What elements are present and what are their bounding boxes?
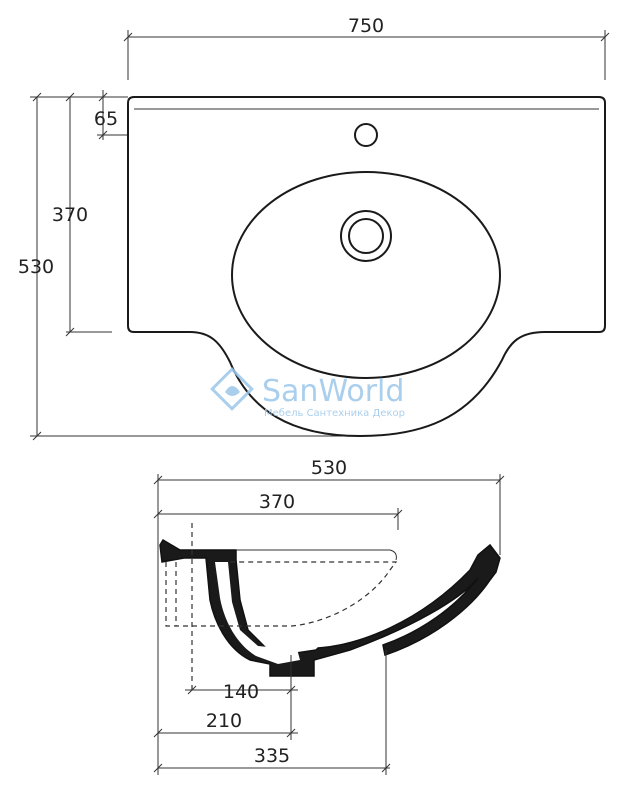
dimension-label-140: 140 bbox=[223, 681, 259, 703]
top-view: 750 530 370 65 bbox=[18, 15, 610, 441]
dimension-label-335: 335 bbox=[254, 745, 290, 767]
hidden-countertop bbox=[165, 561, 398, 627]
dimension-drain-offset: 140 bbox=[185, 681, 298, 703]
watermark-tagline: Мебель Сантехника Декор bbox=[264, 408, 405, 419]
watermark: SanWorld Мебель Сантехника Декор bbox=[210, 367, 405, 419]
basin-section-inner bbox=[215, 562, 300, 664]
bowl-top bbox=[231, 171, 501, 379]
dimension-label-750: 750 bbox=[348, 15, 384, 37]
dimension-label-370-top: 370 bbox=[52, 204, 88, 226]
dimension-width-top: 750 bbox=[123, 15, 610, 80]
dimension-label-210: 210 bbox=[206, 710, 242, 732]
section-view: 530 370 140 bbox=[153, 457, 505, 775]
dimension-label-530-top: 530 bbox=[18, 256, 54, 278]
sanworld-logo-icon bbox=[210, 367, 254, 411]
watermark-brand: SanWorld bbox=[262, 374, 404, 409]
dimension-front-to-drain: 210 bbox=[153, 710, 298, 738]
dimension-bowl-section: 370 bbox=[153, 491, 403, 530]
dimension-depth-top: 530 370 65 bbox=[18, 90, 355, 441]
section-rim-line bbox=[236, 549, 397, 561]
basin-section-wall bbox=[159, 538, 501, 677]
dimension-label-65: 65 bbox=[94, 108, 118, 130]
dimension-front-to-wall: 335 bbox=[153, 745, 391, 773]
dimension-label-370-section: 370 bbox=[259, 491, 295, 513]
dimension-depth-section: 530 bbox=[153, 457, 505, 555]
tap-hole bbox=[354, 123, 378, 147]
drain-inner bbox=[348, 218, 384, 254]
dimension-label-530-section: 530 bbox=[311, 457, 347, 479]
